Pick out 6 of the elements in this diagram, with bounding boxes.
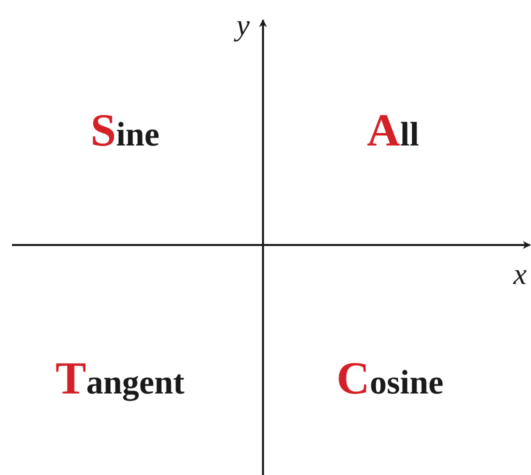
quadrant-label: Cosine [336,352,444,404]
quadrant-label: Sine [90,104,160,156]
quadrant-label: All [366,104,420,156]
axis-label: y [236,9,250,43]
axis-label: x [513,258,527,292]
quadrant-label: Tangent [56,352,184,404]
